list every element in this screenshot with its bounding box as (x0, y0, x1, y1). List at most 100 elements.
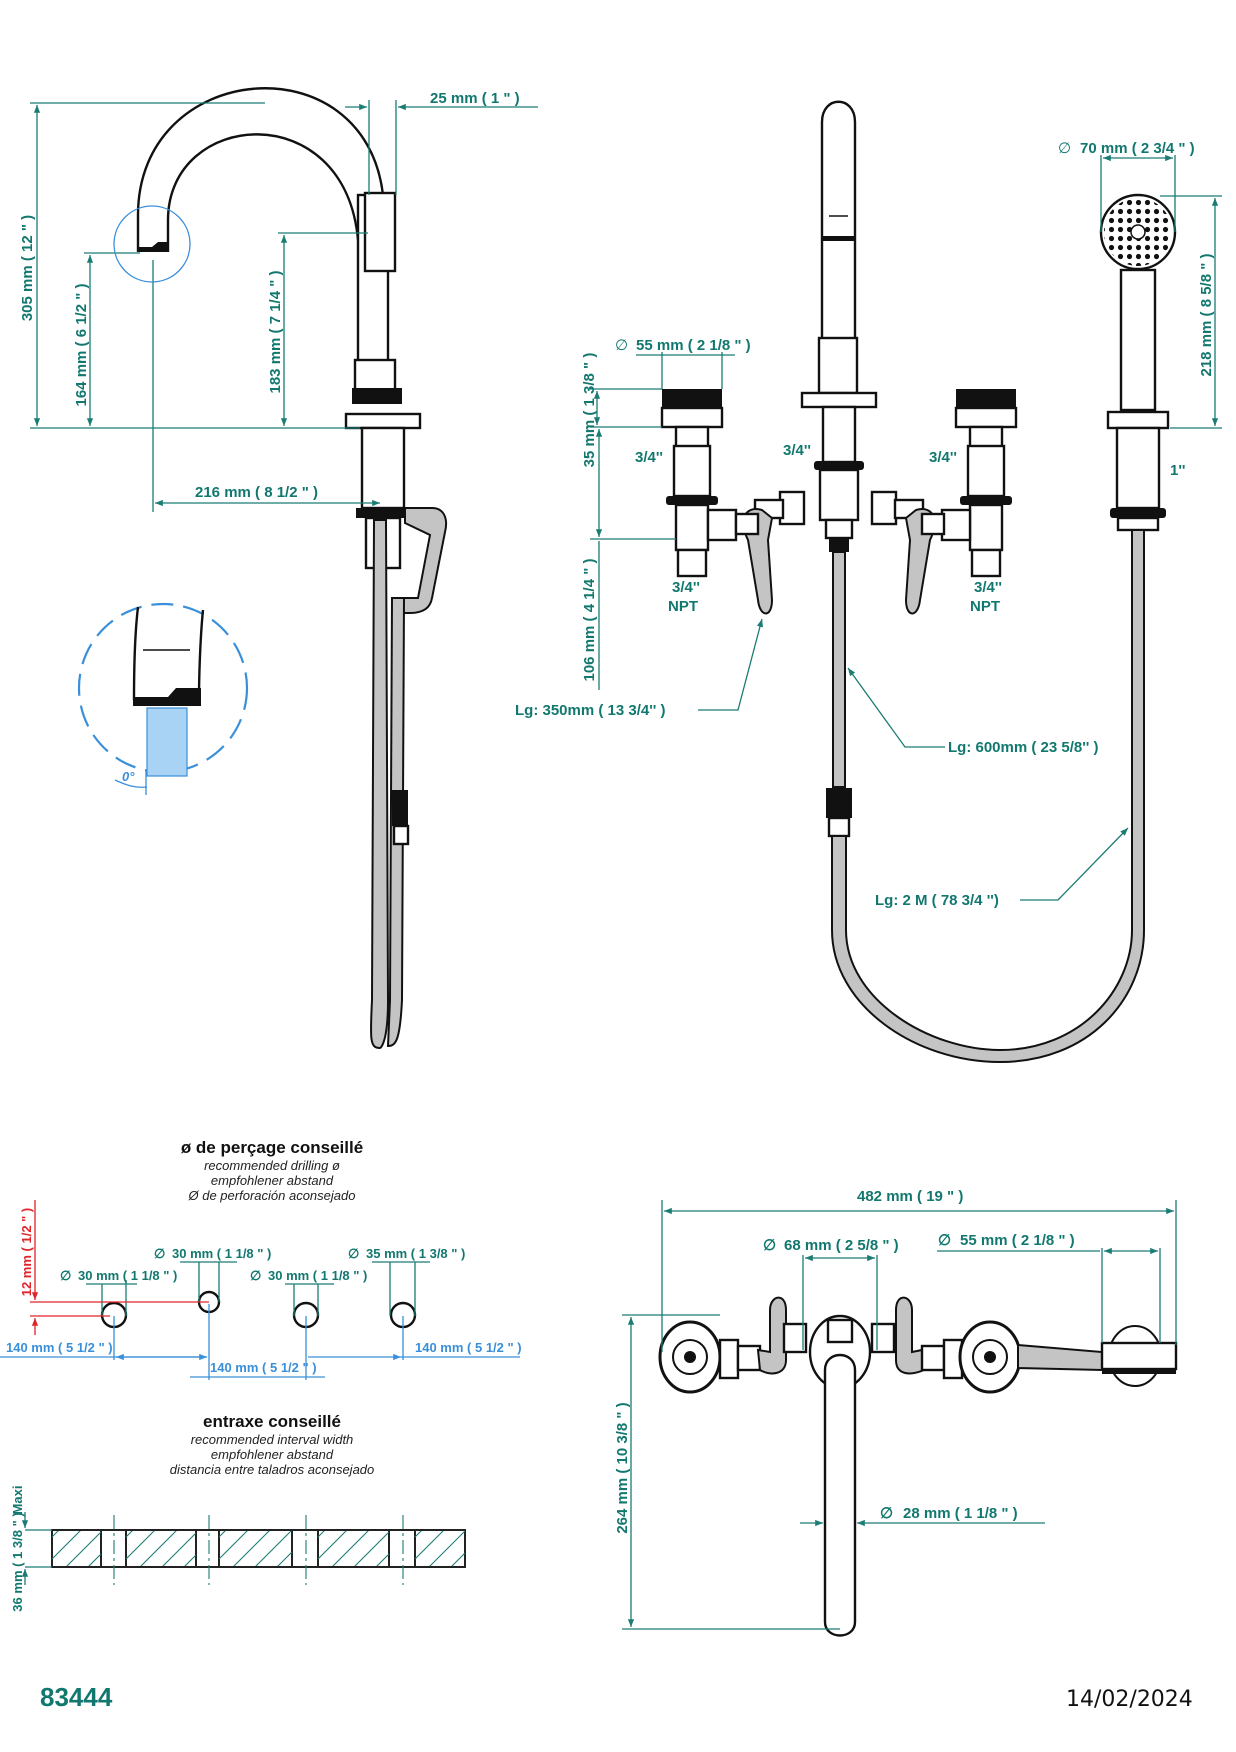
drilling-title: ø de perçage conseillé (181, 1138, 363, 1157)
hole4-label: 35 mm ( 1 3/8 " ) (366, 1246, 465, 1261)
dim-reach-label: 25 mm ( 1 " ) (430, 90, 520, 107)
dim-handle-height-label: 35 mm ( 1 3/8 " ) (581, 353, 598, 468)
deck-hatch-line (125, 1529, 134, 1538)
deck-hatch-line (414, 1529, 445, 1560)
deck-segment (125, 1529, 197, 1568)
deck-hatch-line (51, 1529, 82, 1560)
detail-angle-label: 0° (122, 769, 135, 784)
dim-head-label: 70 mm ( 2 3/4 " ) (1080, 140, 1195, 157)
outlet-detail: 0° (77, 602, 249, 795)
water-stream (146, 707, 188, 777)
hole3-label: 30 mm ( 1 1/8 " ) (268, 1268, 367, 1283)
side-shank (360, 426, 406, 510)
hose-center-label: Lg: 600mm ( 23 5/8'' ) (948, 739, 1099, 756)
thread-left-top-label: 3/4'' (635, 449, 663, 466)
shower-base-symbol: ∅ (938, 1232, 951, 1249)
side-locknut (356, 508, 412, 518)
front-mixer-outlet (824, 518, 854, 540)
spout-dia-symbol: ∅ (880, 1505, 893, 1522)
top-right-hose (895, 1296, 926, 1375)
side-handshower-head (363, 191, 397, 273)
thickness-label: 36 mm ( 1 3/8 " ) (10, 1512, 25, 1611)
front-handshower (1099, 193, 1177, 532)
side-hose-main (370, 519, 390, 1050)
front-mixer-connector (829, 538, 849, 552)
top-left-hose (756, 1296, 787, 1375)
hose-shower-label: Lg: 2 M ( 78 3/4 '') (875, 892, 999, 909)
spout-base-symbol: ∅ (763, 1237, 776, 1254)
deck-slab (51, 1515, 466, 1585)
top-left-pipe (736, 1344, 762, 1372)
deck-segment (51, 1529, 102, 1568)
hole4-symbol: ∅ (348, 1246, 359, 1261)
spacing-left-label: 140 mm ( 5 1/2 " ) (6, 1340, 113, 1355)
front-spout-base (817, 336, 859, 395)
deck-hatch-line (254, 1529, 293, 1568)
front-mixer-body (818, 468, 860, 522)
top-shower-holder (1100, 1341, 1178, 1371)
deck-segment (414, 1529, 466, 1568)
detail-spout-walls (132, 606, 205, 701)
deck-hatch-line (65, 1531, 102, 1568)
deck-hatch-line (51, 1529, 60, 1538)
drilling-subtitle-de: empfohlener abstand (211, 1173, 334, 1188)
dim-head-symbol: ∅ (1058, 140, 1071, 157)
deck-hatch-line (161, 1532, 197, 1568)
dim-total-height-label: 305 mm ( 12 " ) (19, 215, 36, 321)
thread-right-bottom-label: 3/4'' (974, 579, 1002, 596)
spout-dia-label: 28 mm ( 1 1/8 " ) (903, 1505, 1018, 1522)
top-left-nut (718, 1338, 740, 1380)
top-right-valve-stem (984, 1351, 996, 1363)
detail-angle-arc (114, 779, 148, 788)
spout-outline-outer (136, 87, 385, 252)
thread-left-bottom-type: NPT (668, 598, 698, 615)
dim-below-deck-label: 106 mm ( 4 1/4 " ) (581, 558, 598, 681)
thread-handshower-label: 1'' (1170, 462, 1185, 479)
front-center-locknut (814, 461, 864, 470)
deck-hatch-line (139, 1529, 178, 1568)
hole3-symbol: ∅ (250, 1268, 261, 1283)
front-hose-shower (831, 529, 1145, 1064)
thickness-qualifier: Maxi (10, 1486, 25, 1515)
spout-outline-inner (166, 133, 360, 252)
front-hose-center-connector (826, 788, 852, 818)
deck-hatch-line (317, 1529, 326, 1538)
top-shower-hose (1017, 1343, 1103, 1372)
top-spout-arm (823, 1353, 857, 1637)
depth-label: 264 mm ( 10 3/8 " ) (614, 1402, 631, 1533)
top-left-valve-ring (672, 1339, 708, 1375)
thread-left-bottom-label: 3/4'' (672, 579, 700, 596)
detail-callout-circle (113, 205, 191, 283)
top-right-mixer-pipe (870, 1322, 896, 1354)
interval-subtitle-es: distancia entre taladros aconsejado (170, 1462, 375, 1477)
deck-hatch-line (414, 1529, 423, 1538)
dim-handshower-height-label: 183 mm ( 7 1/4 " ) (267, 270, 284, 393)
spacing-middle-label: 140 mm ( 5 1/2 " ) (210, 1360, 317, 1375)
product-reference: 83444 (40, 1682, 113, 1712)
deck-hatch-line (331, 1529, 370, 1568)
deck-segment (317, 1529, 390, 1568)
front-deck-flange (800, 391, 878, 409)
dim-handle-dia-symbol: ∅ (615, 337, 628, 354)
document-date: 14/02/2024 (1066, 1687, 1193, 1712)
top-shower-holder-edge (1102, 1370, 1176, 1374)
interval-title: entraxe conseillé (203, 1412, 341, 1431)
deck-hatch-line (375, 1553, 390, 1568)
front-hose-center (832, 551, 846, 788)
top-right-pipe (920, 1344, 946, 1372)
spout-base-label: 68 mm ( 2 5/8 " ) (784, 1237, 899, 1254)
hose-short-leader (698, 618, 764, 711)
side-collar (352, 388, 402, 404)
hole2-label: 30 mm ( 1 1/8 " ) (172, 1246, 271, 1261)
front-left-valve (660, 389, 760, 578)
shower-base-label: 55 mm ( 2 1/8 " ) (960, 1232, 1075, 1249)
front-center-shank (821, 405, 857, 464)
thread-right-bottom-type: NPT (970, 598, 1000, 615)
deck-hatch-line (232, 1529, 271, 1568)
front-view: 35 mm ( 1 3/8 " ) 106 mm ( 4 1/4 " ) ∅ 5… (515, 100, 1222, 1064)
deck-hatch-line (125, 1529, 156, 1560)
dim-handle-dia-label: 55 mm ( 2 1/8 " ) (636, 337, 751, 354)
front-spout (820, 100, 857, 359)
detail-outlet-ring (133, 688, 201, 706)
dim-projection-label: 216 mm ( 8 1/2 " ) (195, 484, 318, 501)
